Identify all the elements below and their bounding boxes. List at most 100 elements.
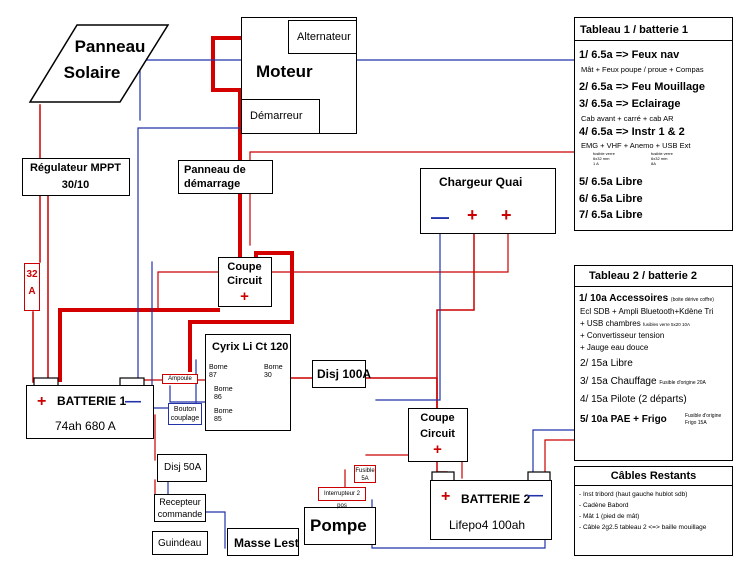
- coupe-circuit-1-plus: +: [240, 288, 249, 305]
- coupe-circuit2-to-battery2-wire: [436, 461, 448, 473]
- remaining-cable-2: - Cadène Babord: [579, 502, 629, 509]
- panel-2-box: Tableau 2 / batterie 2 1/ 10a Accessoire…: [574, 265, 733, 461]
- chargeur-to-battery-wire: [436, 231, 475, 409]
- coupe-circuit-1[interactable]: Coupe Circuit +: [218, 257, 272, 307]
- solar-panel-shape: [28, 24, 170, 103]
- panel-1-box: Tableau 1 / batterie 1 1/ 6.5a => Feux n…: [574, 17, 733, 231]
- fuse-32a: 32 A: [24, 263, 40, 311]
- coupe-circuit-2-plus: +: [433, 441, 442, 458]
- alternator-label: Alternateur: [297, 31, 351, 43]
- fuse-to-battery1-wire: [32, 311, 45, 383]
- tableau1-red-wire: [249, 151, 575, 246]
- engine-label: Moteur: [256, 62, 313, 81]
- breaker-100a-label: Disj 100A: [317, 367, 372, 381]
- battery-1-title: BATTERIE 1: [57, 394, 127, 408]
- ballast-ground-box: Masse Lest: [227, 528, 299, 556]
- neg-chargeur-wire: [375, 231, 441, 401]
- panel-2-row-1: 1/ 10a Accessoires (boite dérive coffre): [579, 293, 714, 304]
- fuse-32a-label: 32: [26, 269, 38, 280]
- panel-2-row-1-detail-d: + Jauge eau douce: [580, 343, 649, 352]
- start-panel-line2: démarrage: [184, 178, 241, 190]
- remaining-cable-3: - Mât 1 (pied de mât): [579, 513, 640, 520]
- coupe-circuit-1-line1: Coupe: [227, 261, 262, 273]
- coupe-circuit-2-line2: Circuit: [420, 428, 455, 440]
- breaker-50a-label: Disj 50A: [164, 462, 202, 473]
- shore-charger-plus-2: +: [501, 205, 512, 225]
- remaining-cable-4: - Câble 2g2.5 tableau 2 <=> baille mouil…: [579, 524, 707, 531]
- shore-charger-label: Chargeur Quai: [439, 175, 523, 189]
- battery-2-plus: +: [441, 488, 451, 505]
- chargeur2-to-tableau1-wire: [157, 231, 509, 311]
- pump-label: Pompe: [310, 516, 367, 535]
- solar-panel-label-1: Panneau: [74, 37, 146, 56]
- panel-1-row-3-detail: Cab avant + carré + cab AR: [581, 114, 674, 123]
- mppt-label: Régulateur MPPT: [29, 162, 122, 174]
- mppt-rating: 30/10: [61, 179, 90, 191]
- panel-1-row-4: 4/ 6.5a => Instr 1 & 2: [579, 126, 685, 138]
- panel-1-row-7: 7/ 6.5a Libre: [579, 209, 643, 221]
- panel-1-row-2: 2/ 6.5a => Feu Mouillage: [579, 81, 705, 93]
- pump-switch[interactable]: Interrupteur 2 pos: [318, 487, 366, 509]
- remaining-cable-1: - Inst tribord (haut gauche hublot sdb): [579, 491, 688, 498]
- mppt-regulator-box: Régulateur MPPT 30/10: [22, 158, 130, 196]
- panel-2-row-1-detail-c: + Convertisseur tension: [580, 331, 665, 340]
- panel-1-row-1: 1/ 6.5a => Feux nav: [579, 49, 680, 61]
- windlass-label: Guindeau: [158, 538, 202, 549]
- panel-2-row-5: 5/ 10a PAE + Frigo: [580, 414, 667, 425]
- remaining-cables-box: Câbles Restants - Inst tribord (haut gau…: [574, 466, 733, 556]
- shore-charger-minus: —: [431, 207, 449, 227]
- coupe-circuit-loop-cable: [188, 251, 294, 372]
- panel-1-row-4-detail: EMG + VHF + Anemo + USB Ext: [581, 141, 691, 150]
- solar-panel-label-2: Solaire: [63, 63, 121, 82]
- battery-2-minus: —: [527, 487, 543, 504]
- battery-1-spec: 74ah 680 A: [55, 419, 116, 433]
- shore-charger-plus-1: +: [467, 205, 478, 225]
- breaker-50a[interactable]: Disj 50A: [157, 454, 207, 482]
- breaker-100a[interactable]: Disj 100A: [312, 360, 371, 388]
- panel-2-row-4: 4/ 15a Pilote (2 départs): [580, 394, 687, 405]
- panel-1-row-3: 3/ 6.5a => Eclairage: [579, 98, 681, 110]
- panel-1-title: Tableau 1 / batterie 1: [580, 24, 689, 36]
- coupe-circuit-2-line1: Coupe: [420, 412, 455, 424]
- panel-2-row-3: 3/ 15a Chauffage Fusible d'origine 20A: [580, 376, 706, 387]
- start-panel-box: Panneau de démarrage: [178, 160, 273, 194]
- panel-2-row-1-detail-b: + USB chambres fusibles verre 5x20 10A: [580, 319, 690, 328]
- alternator-to-coupe-circuit-cable: [211, 36, 290, 264]
- panel-2-title: Tableau 2 / batterie 2: [589, 270, 698, 282]
- alternator-box: Alternateur: [288, 20, 357, 54]
- windlass-box: Guindeau: [152, 531, 208, 555]
- neg-tableau1-wire: [139, 59, 575, 121]
- panel-1-row-1-detail: Mât + Feux poupe / proue + Compas: [581, 65, 704, 74]
- battery-2-spec: Lifepo4 100ah: [449, 518, 526, 532]
- ballast-ground-label: Masse Lest: [234, 536, 299, 550]
- battery-1-minus: —: [125, 393, 141, 410]
- disj-to-coupe-circuit2-wire: [364, 377, 438, 409]
- battery1-to-coupe-circuit-cable: [58, 308, 220, 382]
- battery-1: + BATTERIE 1 — 74ah 680 A: [26, 385, 154, 439]
- cyrix-title: Cyrix Li Ct 120: [212, 341, 289, 353]
- coupe-circuit-1-line2: Circuit: [227, 275, 262, 287]
- start-panel-line1: Panneau de: [184, 164, 246, 176]
- battery-2-title: BATTERIE 2: [461, 492, 531, 506]
- amperage-fuse: Ampoule: [162, 374, 198, 384]
- starter-label: Démarreur: [250, 110, 303, 122]
- panel-1-row-6: 6/ 6.5a Libre: [579, 193, 643, 205]
- tableau2-red-wire: [544, 439, 575, 479]
- coupe-circuit-2[interactable]: Coupe Circuit +: [408, 408, 468, 462]
- panel-2-row-2: 2/ 15a Libre: [580, 358, 633, 369]
- neg-bouton-wire: [169, 385, 207, 403]
- battery-1-plus: +: [37, 393, 47, 410]
- starter-box: Démarreur: [241, 99, 320, 134]
